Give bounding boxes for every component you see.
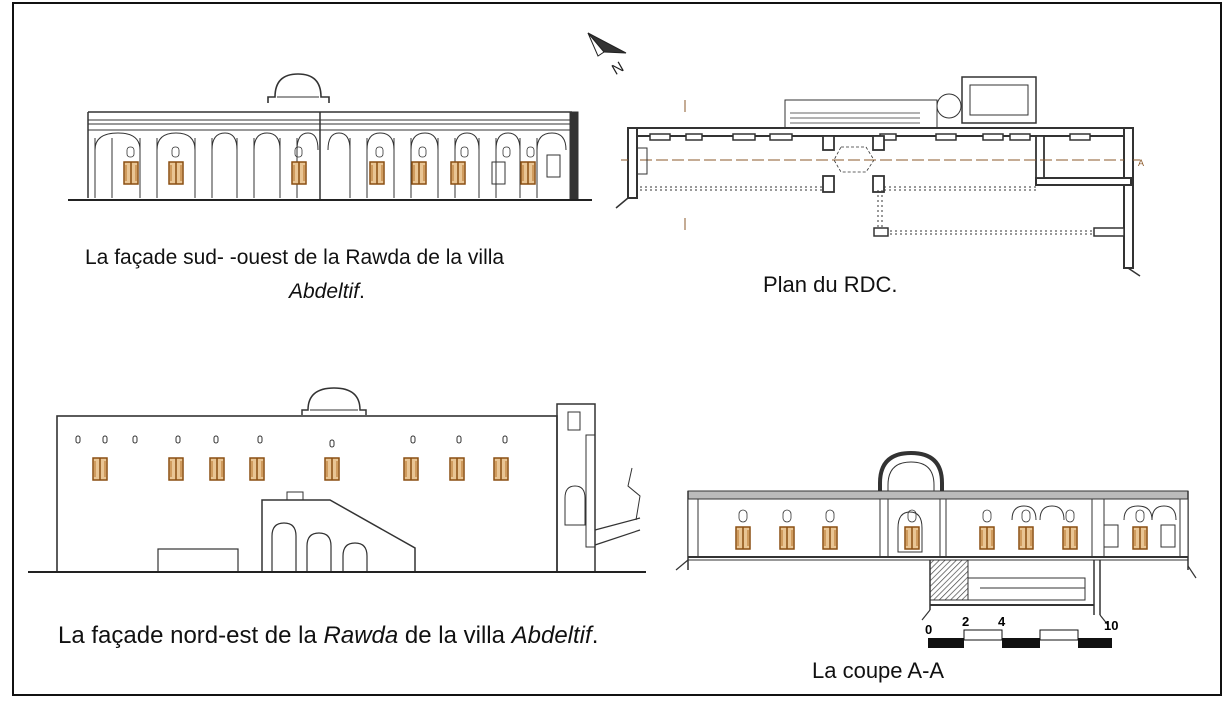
caption-plan-rdc: Plan du RDC. bbox=[763, 272, 898, 297]
north-arrow-icon: N bbox=[587, 32, 627, 79]
facade-nord-est-small-windows bbox=[75, 435, 508, 448]
caption-facade-sud-ouest: La façade sud- -ouest de la Rawda de la … bbox=[85, 246, 505, 269]
scale-label-0: 0 bbox=[925, 622, 933, 637]
caption-part: de la villa bbox=[398, 622, 512, 649]
figure-frame bbox=[12, 2, 1222, 696]
scale-label-4: 4 bbox=[998, 614, 1006, 629]
scale-bar bbox=[928, 629, 1112, 648]
caption-period: . bbox=[591, 622, 599, 649]
villa-name: Abdeltif bbox=[511, 622, 592, 649]
caption-coupe-aa: La coupe A-A bbox=[812, 658, 945, 683]
scale-label-2: 2 bbox=[962, 614, 970, 629]
caption-facade-sud-ouest-line2: Abdeltif. bbox=[289, 280, 365, 304]
facade-sud-ouest-windows bbox=[123, 161, 536, 185]
caption-period: . bbox=[359, 280, 365, 303]
plan-section-marker: A bbox=[1138, 158, 1144, 168]
facade-nord-est-windows bbox=[92, 457, 509, 481]
caption-facade-nord-est: La façade nord-est de la Rawda de la vil… bbox=[58, 622, 598, 650]
facade-sud-ouest-drawing bbox=[68, 73, 592, 201]
facade-nord-est-drawing bbox=[28, 387, 646, 573]
scale-label-10: 10 bbox=[1104, 618, 1119, 633]
north-letter: N bbox=[609, 59, 627, 79]
plan-rdc-drawing bbox=[615, 76, 1141, 277]
coupe-aa-drawing bbox=[675, 450, 1197, 626]
villa-name: Abdeltif bbox=[289, 280, 360, 303]
rawda-word: Rawda bbox=[323, 622, 399, 649]
caption-part: La façade nord-est de la bbox=[58, 622, 324, 649]
